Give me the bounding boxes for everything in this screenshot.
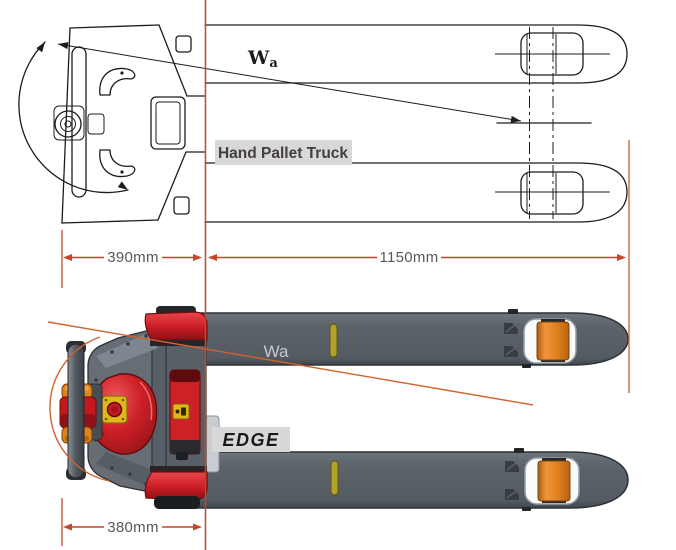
- badge-glyph: [181, 407, 186, 416]
- steering-hub-mid: [60, 116, 76, 132]
- pivot-pin-lower: [120, 170, 124, 174]
- chassis-bottom-edge: [61, 219, 159, 224]
- estop-screws: [104, 398, 125, 421]
- steering-hub-inner: [64, 120, 72, 128]
- load-wheel-lower: [520, 171, 584, 215]
- chassis-upper-slant: [158, 24, 206, 97]
- dimension-380-label: 380mm: [107, 519, 159, 536]
- dim-arrow: [63, 523, 72, 531]
- chassis-lower-slant: [157, 151, 206, 221]
- render-top-view: Wa: [47, 306, 629, 511]
- wa-label-top: Wa: [247, 47, 278, 71]
- roller-bracket-upper: [504, 323, 518, 357]
- red-bumper-top: [144, 311, 208, 341]
- pivot-pin-upper: [120, 71, 124, 75]
- chassis-cutout-upper: [175, 35, 192, 53]
- wa-arrowhead-right: [510, 115, 521, 123]
- bumper-shadow-bottom: [150, 466, 207, 472]
- connector: [176, 452, 188, 460]
- handle-bar: [67, 343, 85, 479]
- fork-mount-tabs: [508, 309, 531, 511]
- dome-highlight: [139, 381, 153, 421]
- pump-link: [87, 113, 105, 135]
- chassis-left-edge: [61, 27, 71, 224]
- dim-arrow: [617, 254, 626, 261]
- turning-radius-arc: [49, 336, 110, 482]
- battery-panel-top-band: [170, 370, 200, 382]
- chassis-facet-bottom: [96, 452, 158, 486]
- steering-hub-outer: [54, 110, 82, 138]
- arc-arrowhead-top: [36, 42, 45, 53]
- chassis-cutout-lower: [173, 196, 190, 215]
- steering-hub-housing: [53, 105, 85, 141]
- fork-outline-lower: [204, 162, 628, 223]
- roller-bracket-lower: [505, 461, 519, 500]
- fork-slot-upper: [329, 323, 338, 358]
- pump-frame-outer: [150, 96, 186, 150]
- badge-glyph: [175, 409, 180, 414]
- wa-arrowhead-left: [58, 42, 69, 50]
- product-label-badge: [215, 140, 352, 165]
- dim-arrow: [208, 254, 217, 261]
- chassis-facet-top: [96, 334, 158, 368]
- construction-diagonal: [47, 321, 534, 406]
- brand-badge: [212, 427, 290, 452]
- dim-arrow: [193, 523, 202, 531]
- dimension-390-label: 390mm: [107, 249, 159, 266]
- pivot-arm-lower: [99, 149, 136, 178]
- battery-panel-base: [170, 440, 200, 454]
- stabilizer-foot: [154, 496, 200, 509]
- power-unit: [59, 306, 208, 509]
- dimension-layer: 390mm 1150mm 380mm: [61, 0, 630, 550]
- wa-construction-line: [57, 43, 522, 122]
- fork-outline-upper: [204, 24, 628, 84]
- estop-button-center: [111, 406, 118, 413]
- schematic-top-view: Wa Hand Pallet Truck: [18, 24, 628, 224]
- brand-text: EDGE: [222, 430, 279, 450]
- steering-swing-arc: [18, 41, 129, 194]
- chassis-top-edge: [69, 24, 160, 29]
- bumper-shadow-top: [150, 340, 207, 346]
- fork-slot-lower: [330, 460, 339, 496]
- load-roller-upper: [536, 321, 570, 361]
- dim-arrow: [193, 254, 202, 261]
- product-label-text: Hand Pallet Truck: [218, 145, 348, 162]
- pump-frame-inner: [155, 101, 181, 145]
- load-roller-lower: [537, 460, 571, 502]
- pivot-arm-upper: [99, 67, 136, 96]
- dim-arrow: [63, 254, 72, 261]
- red-bumper-bottom: [144, 471, 208, 501]
- wa-label-render: Wa: [264, 342, 289, 361]
- dimension-1150-label: 1150mm: [379, 249, 438, 266]
- arc-arrowhead-bottom: [117, 181, 128, 190]
